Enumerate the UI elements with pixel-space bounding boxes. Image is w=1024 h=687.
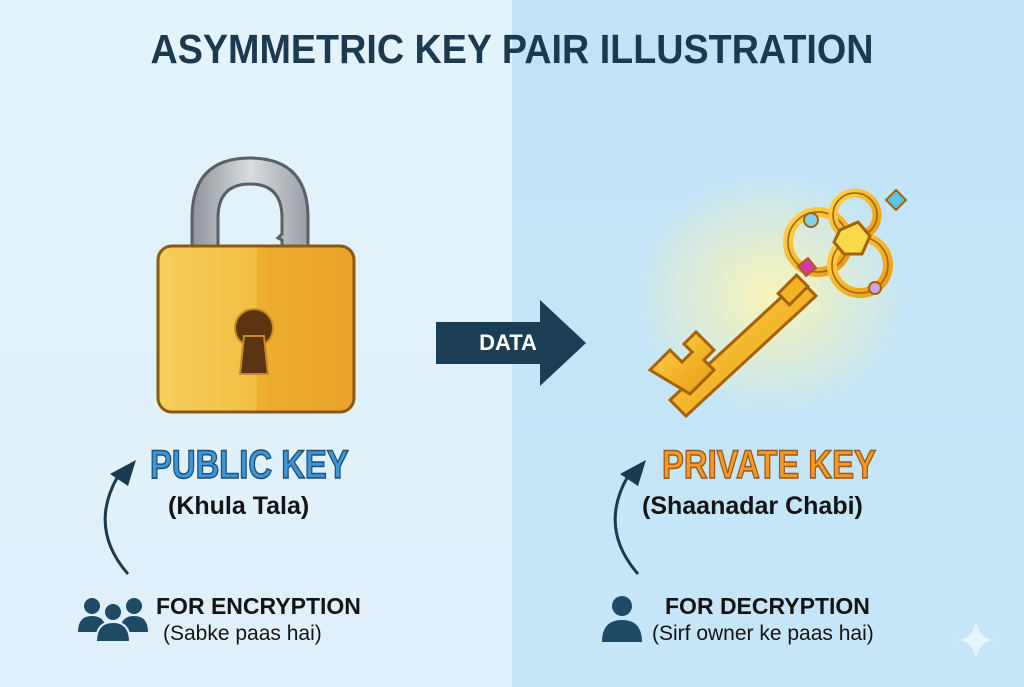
data-label: DATA [479, 330, 537, 355]
golden-key-icon [630, 170, 910, 425]
private-key-subtitle: (Shaanadar Chabi) [642, 492, 863, 520]
public-key-subtitle: (Khula Tala) [168, 492, 310, 520]
open-padlock-icon [150, 148, 370, 423]
encryption-sublabel: (Sabke paas hai) [163, 622, 322, 645]
sparkle-icon [958, 620, 994, 665]
page-title: ASYMMETRIC KEY PAIR ILLUSTRATION [150, 26, 874, 72]
public-key-title: PUBLIC KEY [149, 442, 349, 488]
private-key-title: PRIVATE KEY [661, 442, 876, 488]
curved-arrow-icon [88, 458, 148, 583]
right-arrow-icon [436, 300, 590, 391]
single-user-icon [600, 594, 644, 649]
decryption-sublabel: (Sirf owner ke paas hai) [652, 622, 874, 645]
curved-arrow-icon [598, 458, 658, 583]
encryption-label: FOR ENCRYPTION [156, 593, 361, 619]
group-users-icon [78, 594, 148, 649]
decryption-label: FOR DECRYPTION [665, 593, 870, 619]
